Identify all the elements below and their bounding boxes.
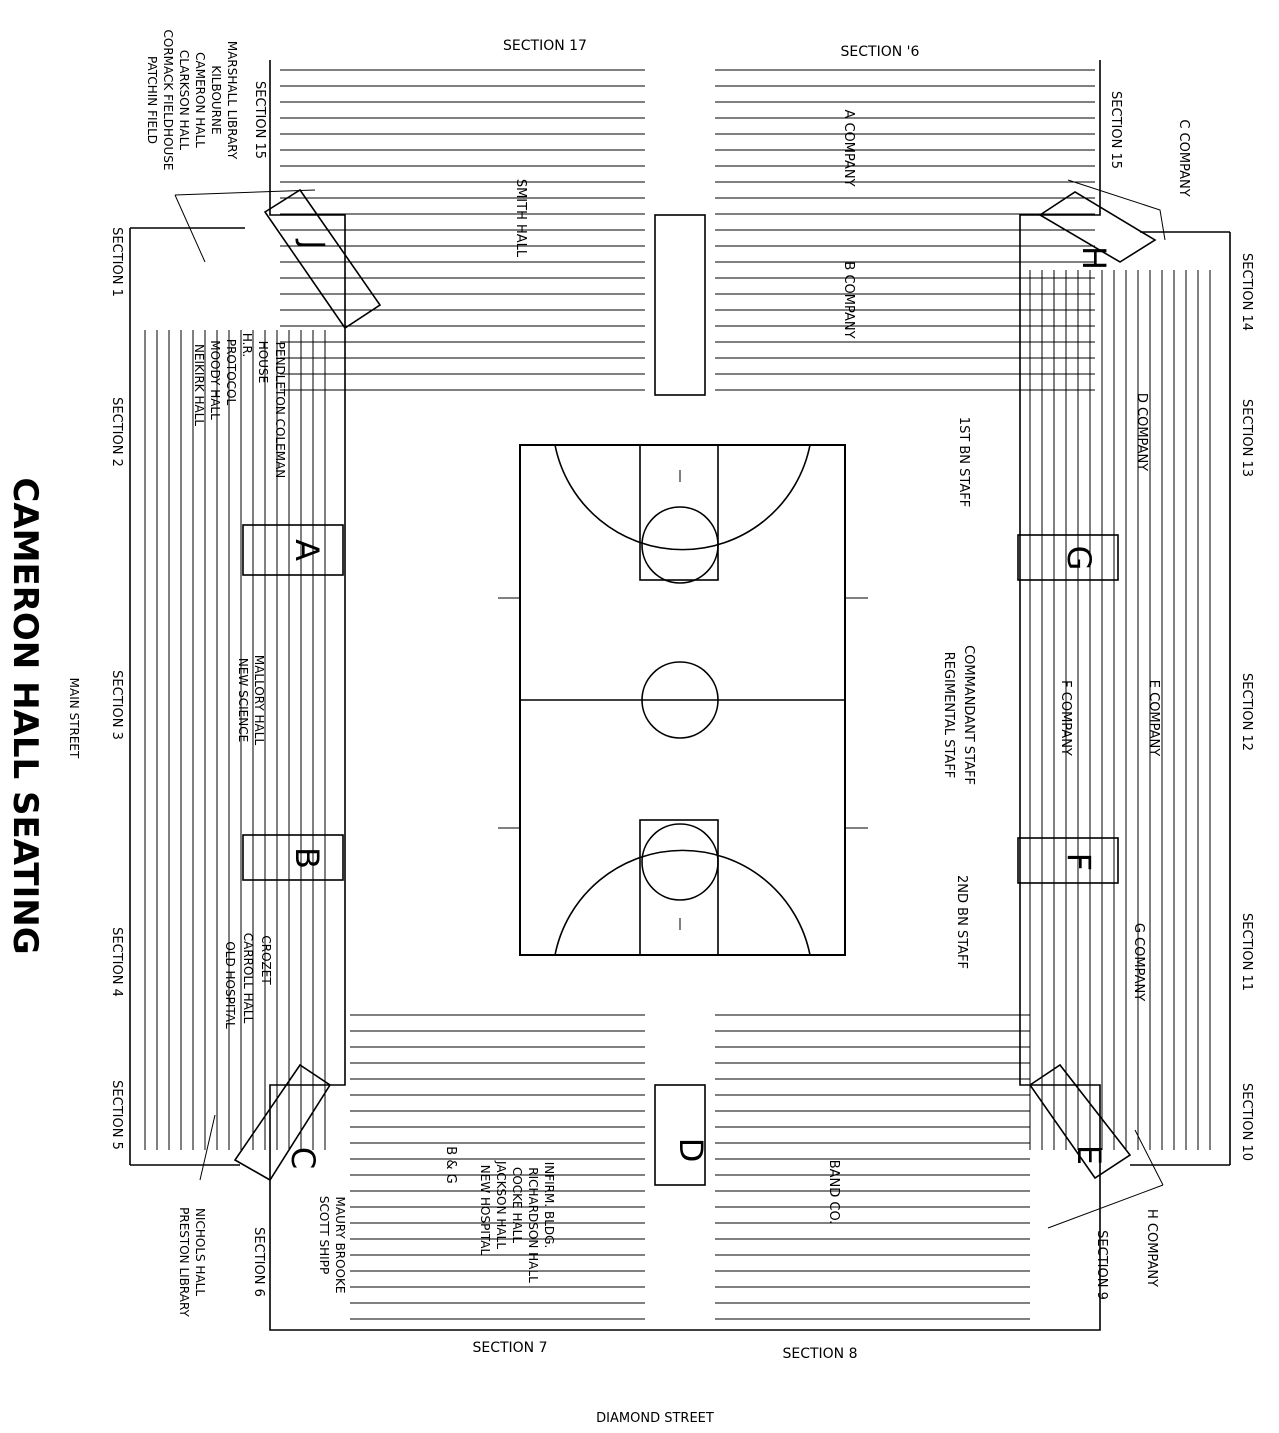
b-company-label: B COMPANY <box>841 261 856 338</box>
entrance-e: E <box>1070 1145 1108 1165</box>
a-company-label: A COMPANY <box>841 109 856 186</box>
section-10-label: SECTION 10 <box>1239 1083 1254 1161</box>
e-company-label: E COMPANY <box>1146 680 1161 756</box>
list-w1-1: HOUSE <box>256 341 270 383</box>
commandant-staff-label: COMMANDANT STAFF <box>961 645 976 785</box>
section-5-label: SECTION 5 <box>109 1080 124 1150</box>
2nd-bn-staff-label: 2ND BN STAFF <box>954 875 969 969</box>
section-8-label: SECTION 8 <box>782 1346 857 1362</box>
g-company-label: G COMPANY <box>1131 923 1146 1001</box>
list-s7-2: COCKE HALL <box>510 1167 524 1243</box>
building-list-s7: INFIRM. BLDG. RICHARDSON HALL COCKE HALL… <box>478 1160 556 1283</box>
smith-hall-label: SMITH HALL <box>513 179 528 258</box>
basketball-court <box>498 444 868 956</box>
list-w2-0: MALLORY HALL <box>252 655 266 746</box>
section-12-label: SECTION 12 <box>1239 673 1254 751</box>
entrance-j: J <box>294 238 332 249</box>
section-7-label: SECTION 7 <box>472 1340 547 1356</box>
entrance-markers: A B G F D J H C E <box>242 214 1119 1186</box>
section-15-left-label: SECTION 15 <box>252 81 267 159</box>
list-w1-5: NEIKIRK HALL <box>192 344 206 426</box>
h-company-label: H COMPANY <box>1144 1209 1159 1287</box>
entrance-d: D <box>672 1138 710 1163</box>
building-list-w3: CROZET CARROLL HALL OLD HOSPITAL <box>223 933 273 1029</box>
section-15-right-label: SECTION 15 <box>1108 91 1123 169</box>
list-nw-4: CORMACK FIELDHOUSE <box>161 30 175 171</box>
list-nw-5: PATCHIN FIELD <box>145 56 159 144</box>
list-s6-0: MAURY BROOKE <box>333 1197 347 1294</box>
section-2-label: SECTION 2 <box>109 397 124 467</box>
c-company-label: C COMPANY <box>1176 119 1191 196</box>
section-14-label: SECTION 14 <box>1239 253 1254 331</box>
entrance-a: A <box>288 539 326 561</box>
d-company-label: D COMPANY <box>1134 393 1149 471</box>
building-list-nw: MARSHALL LIBRARY KILBOURNE CAMERON HALL … <box>145 30 239 171</box>
list-s7-3: JACKSON HALL <box>494 1160 508 1249</box>
seating-rows <box>144 69 1211 1320</box>
main-street-label: MAIN STREET <box>67 678 81 759</box>
section-17-label: SECTION 17 <box>503 38 587 54</box>
list-nw-2: CAMERON HALL <box>193 52 207 148</box>
list-nw-1: KILBOURNE <box>209 65 223 134</box>
building-list-s6: MAURY BROOKE SCOTT SHIPP <box>317 1196 347 1294</box>
diamond-street-label: DIAMOND STREET <box>596 1411 714 1426</box>
list-w1-0: PENDLETON COLEMAN <box>273 342 287 479</box>
list-sw-0: NICHOLS HALL <box>193 1208 207 1296</box>
list-w3-1: CARROLL HALL <box>241 933 255 1024</box>
list-sw-1: PRESTON LIBRARY <box>177 1207 191 1317</box>
section-13-label: SECTION 13 <box>1239 399 1254 477</box>
building-list-w1: PENDLETON COLEMAN HOUSE H.R. PROTOCOL MO… <box>192 333 287 478</box>
diagram-title: CAMERON HALL SEATING <box>5 477 45 954</box>
section-9-label: SECTION 9 <box>1094 1230 1109 1300</box>
f-company-label: F COMPANY <box>1058 680 1073 756</box>
entrance-b: B <box>288 847 326 869</box>
list-s6-1: SCOTT SHIPP <box>317 1196 331 1274</box>
list-s7-0: INFIRM. BLDG. <box>542 1162 556 1249</box>
entrance-g: G <box>1060 546 1098 571</box>
section-3-label: SECTION 3 <box>109 670 124 740</box>
list-nw-0: MARSHALL LIBRARY <box>225 41 239 160</box>
building-list-w2: MALLORY HALL NEW SCIENCE <box>236 655 266 746</box>
list-s7-4: NEW HOSPITAL <box>478 1165 492 1256</box>
entrance-c: C <box>284 1147 322 1169</box>
group-labels: A COMPANY B COMPANY C COMPANY D COMPANY … <box>443 109 1191 1287</box>
list-w1-4: MOODY HALL <box>208 340 222 420</box>
1st-bn-staff-label: 1ST BN STAFF <box>956 417 971 507</box>
section-11-label: SECTION 11 <box>1239 913 1254 991</box>
list-w1-2: H.R. <box>240 333 254 357</box>
list-nw-3: CLARKSON HALL <box>177 50 191 151</box>
list-w2-1: NEW SCIENCE <box>236 658 250 742</box>
entrance-h: H <box>1075 246 1113 270</box>
b-and-g-label: B & G <box>443 1146 458 1183</box>
section-4-label: SECTION 4 <box>109 927 124 997</box>
list-w3-2: OLD HOSPITAL <box>223 941 237 1029</box>
section-16-label: SECTION '6 <box>841 44 920 60</box>
regimental-staff-label: REGIMENTAL STAFF <box>941 652 956 779</box>
band-co-label: BAND CO. <box>826 1160 841 1225</box>
list-w3-0: CROZET <box>259 935 273 985</box>
section-labels: SECTION 17 SECTION '6 SECTION 15 SECTION… <box>109 38 1254 1362</box>
building-list-sw: NICHOLS HALL PRESTON LIBRARY <box>177 1207 207 1317</box>
list-w1-3: PROTOCOL <box>224 339 238 406</box>
section-1-label: SECTION 1 <box>109 227 124 297</box>
leader-arrows <box>174 179 1166 1229</box>
entrance-f: F <box>1060 853 1098 871</box>
arena-outline <box>129 60 1231 1331</box>
list-s7-1: RICHARDSON HALL <box>526 1167 540 1283</box>
section-6-label: SECTION 6 <box>251 1227 266 1297</box>
